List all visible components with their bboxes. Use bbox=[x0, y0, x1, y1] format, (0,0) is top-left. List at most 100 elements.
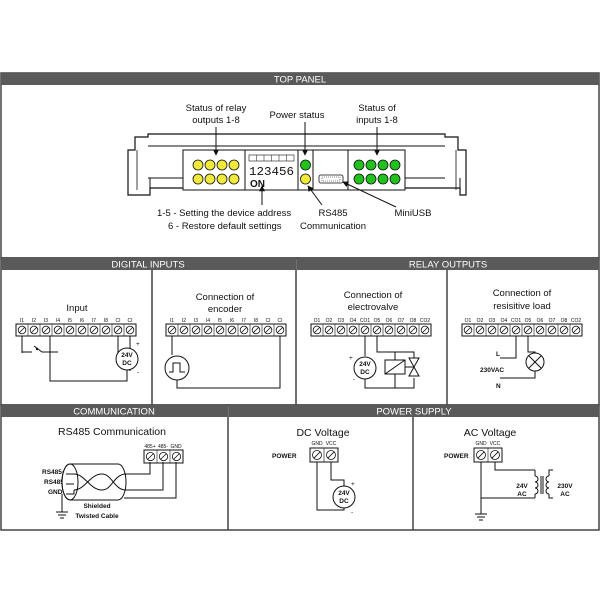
terminal-label: CI bbox=[266, 318, 271, 324]
dc-source-label: DC bbox=[122, 360, 132, 367]
dc-source-label: DC bbox=[339, 498, 349, 505]
terminal-label: VCC bbox=[490, 441, 501, 447]
line-label: L bbox=[496, 351, 500, 358]
valve-coil-icon bbox=[384, 351, 420, 388]
relay-led bbox=[204, 159, 216, 171]
top-panel-header-text: TOP PANEL bbox=[274, 75, 326, 86]
shielded-cable-icon bbox=[61, 463, 127, 501]
address-note: 1-5 - Setting the device address bbox=[157, 208, 291, 219]
relay-led bbox=[216, 173, 228, 185]
terminal-label: CO2 bbox=[420, 318, 431, 324]
input-led bbox=[353, 159, 365, 171]
terminal-label: O6 bbox=[537, 318, 544, 324]
cable-label: Twisted Cable bbox=[75, 513, 119, 520]
dc-power-terminal-block bbox=[309, 447, 339, 463]
input-led bbox=[365, 173, 377, 185]
relay-outputs-header-text: RELAY OUTPUTS bbox=[409, 260, 487, 271]
dc-source-label: 24V bbox=[121, 352, 133, 359]
input-led bbox=[353, 173, 365, 185]
relay-status-label: outputs 1-8 bbox=[192, 115, 240, 126]
terminal-label: 485+ bbox=[144, 444, 155, 450]
digital-inputs-header bbox=[1, 258, 296, 270]
terminal-label: I3 bbox=[194, 318, 198, 324]
terminal-label: O5 bbox=[374, 318, 381, 324]
ac-power-terminal-block bbox=[473, 447, 503, 463]
power-led-green bbox=[300, 159, 311, 171]
plus-sign: + bbox=[349, 355, 353, 362]
valve-title: Connection of bbox=[344, 290, 403, 301]
terminal-label: I7 bbox=[242, 318, 246, 324]
terminal-label: I6 bbox=[80, 318, 84, 324]
rs485-label: RS485 bbox=[318, 208, 347, 219]
power-supply-header-text: POWER SUPPLY bbox=[376, 407, 452, 418]
terminal-label: I8 bbox=[104, 318, 108, 324]
terminal-label: CI bbox=[116, 318, 121, 324]
miniusb-port bbox=[318, 174, 344, 184]
terminal-label: O8 bbox=[561, 318, 568, 324]
terminal-label: CI bbox=[128, 318, 133, 324]
neutral-label: N bbox=[496, 383, 501, 390]
plus-sign: + bbox=[136, 341, 140, 348]
encoder-terminal-block bbox=[165, 323, 287, 337]
communication-header bbox=[1, 405, 228, 417]
terminal-label: I4 bbox=[56, 318, 60, 324]
terminal-label: I8 bbox=[254, 318, 258, 324]
load-terminal-labels: O1 O2 O3 O4 CO1 O5 O6 O7 O8 CO2 bbox=[465, 318, 582, 324]
terminal-label: I1 bbox=[20, 318, 24, 324]
dip-switch: 123456 ON bbox=[248, 154, 295, 190]
minus-sign: - bbox=[353, 376, 355, 383]
dip-switch-numbers: 123456 bbox=[249, 165, 294, 179]
valve-title: electrovalve bbox=[348, 302, 399, 313]
input-led bbox=[377, 159, 389, 171]
dc-voltage-title: DC Voltage bbox=[296, 427, 349, 439]
input-title: Input bbox=[66, 303, 87, 314]
communication-header-text: COMMUNICATION bbox=[73, 407, 155, 418]
dc-source-label: 24V bbox=[338, 490, 350, 497]
power-status-label: Power status bbox=[270, 110, 325, 121]
digital-inputs-header-text: DIGITAL INPUTS bbox=[111, 260, 184, 271]
power-label: POWER bbox=[444, 453, 469, 460]
terminal-label: I6 bbox=[230, 318, 234, 324]
input-terminal-labels: I1 I2 I3 I4 I5 I6 I7 I8 CI CI bbox=[20, 318, 133, 324]
transformer-icon bbox=[534, 469, 553, 499]
terminal-label: O4 bbox=[350, 318, 357, 324]
terminal-label: I2 bbox=[32, 318, 36, 324]
terminal-label: O5 bbox=[525, 318, 532, 324]
terminal-label: I3 bbox=[44, 318, 48, 324]
terminal-label: O3 bbox=[489, 318, 496, 324]
comm-terminal-block bbox=[143, 449, 184, 464]
miniusb-label: MiniUSB bbox=[395, 208, 432, 219]
input-terminal-block bbox=[15, 323, 137, 337]
load-terminal-block bbox=[461, 323, 583, 337]
terminal-label: I5 bbox=[68, 318, 72, 324]
input-led bbox=[389, 173, 401, 185]
rs485-comm-title: RS485 Communication bbox=[58, 426, 166, 438]
relay-led bbox=[228, 159, 240, 171]
input-led bbox=[389, 159, 401, 171]
wire-label: RS485+ bbox=[42, 469, 66, 476]
wire-label: GND bbox=[48, 489, 63, 496]
input-led bbox=[365, 159, 377, 171]
terminal-label: CO2 bbox=[571, 318, 582, 324]
terminal-label: I5 bbox=[218, 318, 222, 324]
power-led-yellow bbox=[300, 173, 311, 185]
relay-status-label: Status of relay bbox=[186, 103, 247, 114]
terminal-label: I1 bbox=[170, 318, 174, 324]
dc-source-label: 24V bbox=[359, 361, 371, 368]
valve-terminal-block bbox=[310, 323, 432, 337]
terminal-label: GND bbox=[475, 441, 487, 447]
relay-led bbox=[192, 159, 204, 171]
terminal-label: I7 bbox=[92, 318, 96, 324]
terminal-label: O1 bbox=[465, 318, 472, 324]
cable-label: Shielded bbox=[83, 503, 110, 510]
minus-sign: - bbox=[137, 369, 139, 376]
terminal-label: 485- bbox=[158, 444, 168, 450]
valve-terminal-labels: O1 O2 O3 O4 CO1 O5 O6 O7 O8 CO2 bbox=[314, 318, 431, 324]
terminal-label: GND bbox=[170, 444, 182, 450]
ac-source-label: 230VAC bbox=[480, 367, 504, 374]
terminal-label: O7 bbox=[398, 318, 405, 324]
terminal-label: O3 bbox=[338, 318, 345, 324]
ac-primary-label: 230V bbox=[557, 483, 573, 490]
input-status-label: Status of bbox=[358, 103, 396, 114]
input-status-leds bbox=[353, 159, 401, 185]
